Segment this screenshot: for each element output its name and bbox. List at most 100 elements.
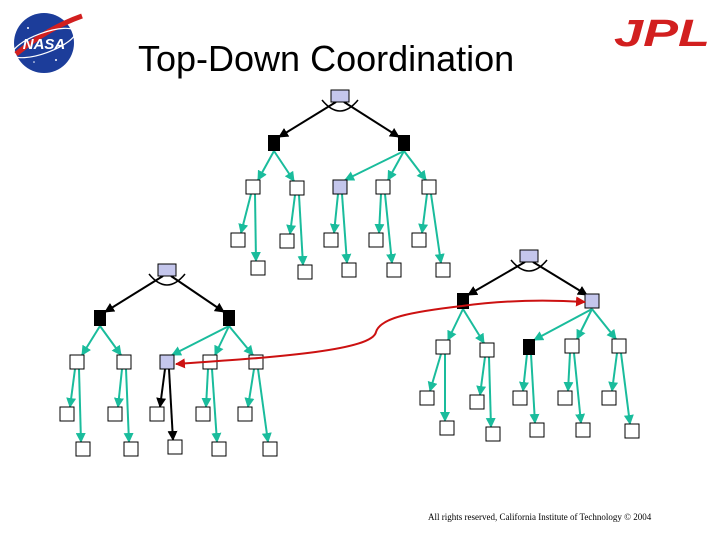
top-tree-edge-root-right xyxy=(343,101,400,138)
left-tree-edge-l3-4-1 xyxy=(257,368,272,443)
right-tree-leaf-4-1 xyxy=(624,423,640,439)
top-tree-edge-l3-3-0 xyxy=(374,193,385,234)
left-tree-subtask-1 xyxy=(116,354,132,370)
tree-edges xyxy=(66,99,634,443)
left-tree-edge-l2-2 xyxy=(171,325,230,356)
top-tree-edge-l2-3 xyxy=(387,150,405,181)
coordination-links xyxy=(175,296,586,369)
top-tree-edge-l3-1-1 xyxy=(297,194,308,266)
top-tree-edge-l3-0-1 xyxy=(250,193,261,262)
top-tree-leaf-1-1 xyxy=(297,264,313,280)
top-tree-edge-l3-4-1 xyxy=(430,193,445,264)
left-tree-root-node xyxy=(157,263,177,277)
top-tree-leaf-4-0 xyxy=(411,232,427,248)
right-tree-subtask-3 xyxy=(564,338,580,354)
top-tree-leaf-0-0 xyxy=(230,232,246,248)
top-tree-coordinator-right xyxy=(398,135,410,151)
top-tree-edge-l3-2-0 xyxy=(329,193,340,234)
right-tree-subtask-1 xyxy=(479,342,495,358)
right-tree-edge-l3-3-0 xyxy=(563,352,574,392)
top-tree-edge-l3-3-1 xyxy=(384,193,397,264)
right-tree-leaf-1-0 xyxy=(469,394,485,410)
right-tree-leaf-0-1 xyxy=(439,420,455,436)
right-tree-edge-l3-2-0 xyxy=(518,353,529,392)
red-link-cross-tree xyxy=(175,305,463,369)
right-tree-subtask-4 xyxy=(611,338,627,354)
left-tree-root-and-arc xyxy=(148,273,186,286)
left-tree-coordinator-left xyxy=(94,310,106,326)
right-tree-edge-root-left xyxy=(467,261,526,296)
left-tree-edge-l3-2-1 xyxy=(167,368,178,441)
top-tree-coordinator-left xyxy=(268,135,280,151)
right-tree-leaf-4-0 xyxy=(601,390,617,406)
left-tree-edge-l3-4-0 xyxy=(244,368,255,408)
left-tree-leaf-0-0 xyxy=(59,406,75,422)
right-tree-edge-l2-4 xyxy=(591,308,617,340)
right-tree-edge-l3-4-0 xyxy=(608,352,619,392)
left-tree-edge-l3-1-0 xyxy=(113,368,124,408)
top-tree-subtask-2 xyxy=(332,179,348,195)
top-tree-edge-l2-2 xyxy=(344,150,405,181)
left-tree-edge-l2-3 xyxy=(214,325,230,356)
left-tree-edge-l2-4 xyxy=(228,325,254,356)
top-tree-leaf-4-1 xyxy=(435,262,451,278)
top-tree-edge-l3-4-0 xyxy=(418,193,429,234)
top-tree-leaf-3-0 xyxy=(368,232,384,248)
top-tree-leaf-3-1 xyxy=(386,262,402,278)
jpl-logo: JPL xyxy=(614,14,710,50)
left-tree-edge-l2-1 xyxy=(99,325,122,356)
top-tree-subtask-0 xyxy=(245,179,261,195)
right-tree-root-and-arc xyxy=(510,259,548,272)
right-tree-edge-l3-3-1 xyxy=(573,352,586,424)
right-tree-edge-l2-2 xyxy=(533,308,593,341)
left-tree-subtask-2 xyxy=(159,354,175,370)
top-tree-root-node xyxy=(330,89,350,103)
left-tree-leaf-3-0 xyxy=(195,406,211,422)
copyright-footer: All rights reserved, California Institut… xyxy=(428,512,652,522)
top-tree-edge-l3-1-0 xyxy=(286,194,297,235)
top-tree-edge-root-left xyxy=(278,101,337,138)
right-tree-root-node xyxy=(519,249,539,263)
left-tree-subtask-0 xyxy=(69,354,85,370)
left-tree-edge-l3-1-1 xyxy=(123,368,134,443)
right-tree-leaf-1-1 xyxy=(485,426,501,442)
right-tree-leaf-0-0 xyxy=(419,390,435,406)
left-tree-leaf-3-1 xyxy=(211,441,227,457)
slide-title: Top-Down Coordination xyxy=(138,38,515,79)
right-tree-edge-l3-0-0 xyxy=(427,353,442,392)
right-tree-edge-l3-1-1 xyxy=(485,356,496,428)
left-tree-edge-l3-3-0 xyxy=(201,368,212,408)
right-tree-coordinator-right xyxy=(584,293,600,309)
left-tree-leaf-2-1 xyxy=(167,439,183,455)
left-tree-edge-root-left xyxy=(104,275,164,313)
left-tree-leaf-1-0 xyxy=(107,406,123,422)
right-tree-subtask-0 xyxy=(435,339,451,355)
top-tree-edge-l3-0-0 xyxy=(238,193,252,234)
left-tree-edge-l3-0-1 xyxy=(75,368,86,443)
right-tree-edge-l2-3 xyxy=(576,308,593,340)
right-tree-edge-l3-4-1 xyxy=(620,352,634,425)
right-tree-leaf-2-1 xyxy=(529,422,545,438)
left-tree-leaf-1-1 xyxy=(123,441,139,457)
top-tree-subtask-4 xyxy=(421,179,437,195)
top-tree-edge-l2-0 xyxy=(257,150,275,181)
right-tree-edge-l3-2-1 xyxy=(529,353,540,424)
left-tree-edge-l3-3-1 xyxy=(211,368,222,443)
top-tree-leaf-2-1 xyxy=(341,262,357,278)
top-tree-edge-l3-2-1 xyxy=(341,193,352,264)
top-tree-root-and-arc xyxy=(321,99,359,112)
right-tree-edge-l3-1-0 xyxy=(476,356,487,396)
left-tree-coordinator-right xyxy=(223,310,235,326)
right-tree-edge-root-right xyxy=(532,261,588,296)
right-tree-leaf-2-0 xyxy=(512,390,528,406)
top-tree-subtask-3 xyxy=(375,179,391,195)
top-tree-leaf-1-0 xyxy=(279,233,295,249)
right-tree-leaf-3-0 xyxy=(557,390,573,406)
top-tree-edge-l2-1 xyxy=(273,150,295,182)
right-tree-subtask-2 xyxy=(523,339,535,355)
left-tree-edge-l3-0-0 xyxy=(66,368,77,408)
left-tree-edge-l3-2-0 xyxy=(156,368,167,408)
left-tree-leaf-0-1 xyxy=(75,441,91,457)
left-tree-leaf-4-1 xyxy=(262,441,278,457)
